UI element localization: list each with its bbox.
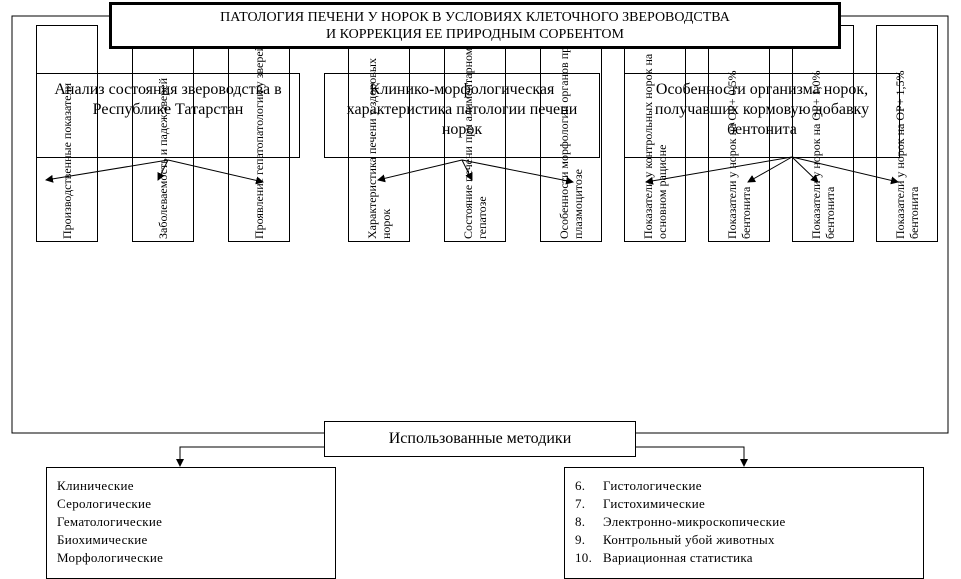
section-label: Клинико-морфологическая характеристика п…	[346, 81, 578, 138]
column-box-hepatosis: Состояние печени при алиментарном гепато…	[444, 25, 506, 242]
list-item: Клинические	[57, 478, 134, 493]
methods-title-label: Использованные методики	[388, 430, 572, 447]
list-item: 7. Гистохимические	[575, 495, 913, 513]
list-item-number: 10.	[575, 550, 593, 565]
diagram-title: ПАТОЛОГИЯ ПЕЧЕНИ У НОРОК В УСЛОВИЯХ КЛЕТ…	[109, 2, 841, 49]
section-analysis: Анализ состояния звероводства в Республи…	[36, 73, 300, 158]
list-item: Морфологические	[57, 550, 164, 565]
list-item: 6. Гистологические	[575, 477, 913, 495]
list-item-number: 7.	[575, 496, 586, 511]
list-item-label: Вариационная статистика	[603, 550, 753, 565]
list-item: Гематологические	[57, 514, 163, 529]
list-item-label: Контрольный убой животных	[603, 532, 775, 547]
column-box-healthy-liver: Характеристика печени у здоровых норок	[348, 25, 410, 242]
list-item-number: 9.	[575, 532, 586, 547]
section-clinical-morphology: Клинико-морфологическая характеристика п…	[324, 73, 600, 158]
list-item-number: 8.	[575, 514, 586, 529]
list-item: 8. Электронно-микроскопические	[575, 513, 913, 531]
methods-list-left: Клинические Серологические Гематологичес…	[46, 467, 336, 579]
list-item: 9. Контрольный убой животных	[575, 531, 913, 549]
list-item-number: 6.	[575, 478, 586, 493]
section-label: Анализ состояния звероводства в Республи…	[54, 81, 282, 118]
arrow-methods-left	[176, 446, 324, 467]
methods-list-right: 6. Гистологические 7. Гистохимические 8. Эл…	[564, 467, 924, 579]
list-item-label: Электронно-микроскопические	[603, 514, 786, 529]
list-item-label: Гистохимические	[603, 496, 706, 511]
arrow-methods-right	[636, 446, 748, 467]
list-item-label: Гистологические	[603, 478, 702, 493]
title-line-1: ПАТОЛОГИЯ ПЕЧЕНИ У НОРОК В УСЛОВИЯХ КЛЕТ…	[220, 10, 730, 25]
title-line-2: И КОРРЕКЦИЯ ЕЕ ПРИРОДНЫМ СОРБЕНТОМ	[326, 27, 624, 42]
column-box-plasmacytosis: Особенности морфологии органов при плазм…	[540, 25, 602, 242]
methods-title: Использованные методики	[324, 421, 636, 457]
section-label: Особенности организма норок, получавших …	[654, 81, 870, 138]
section-bentonite: Особенности организма норок, получавших …	[624, 73, 900, 158]
list-item: Биохимические	[57, 532, 148, 547]
list-item: Серологические	[57, 496, 152, 511]
list-item: 10. Вариационная статистика	[575, 549, 913, 567]
